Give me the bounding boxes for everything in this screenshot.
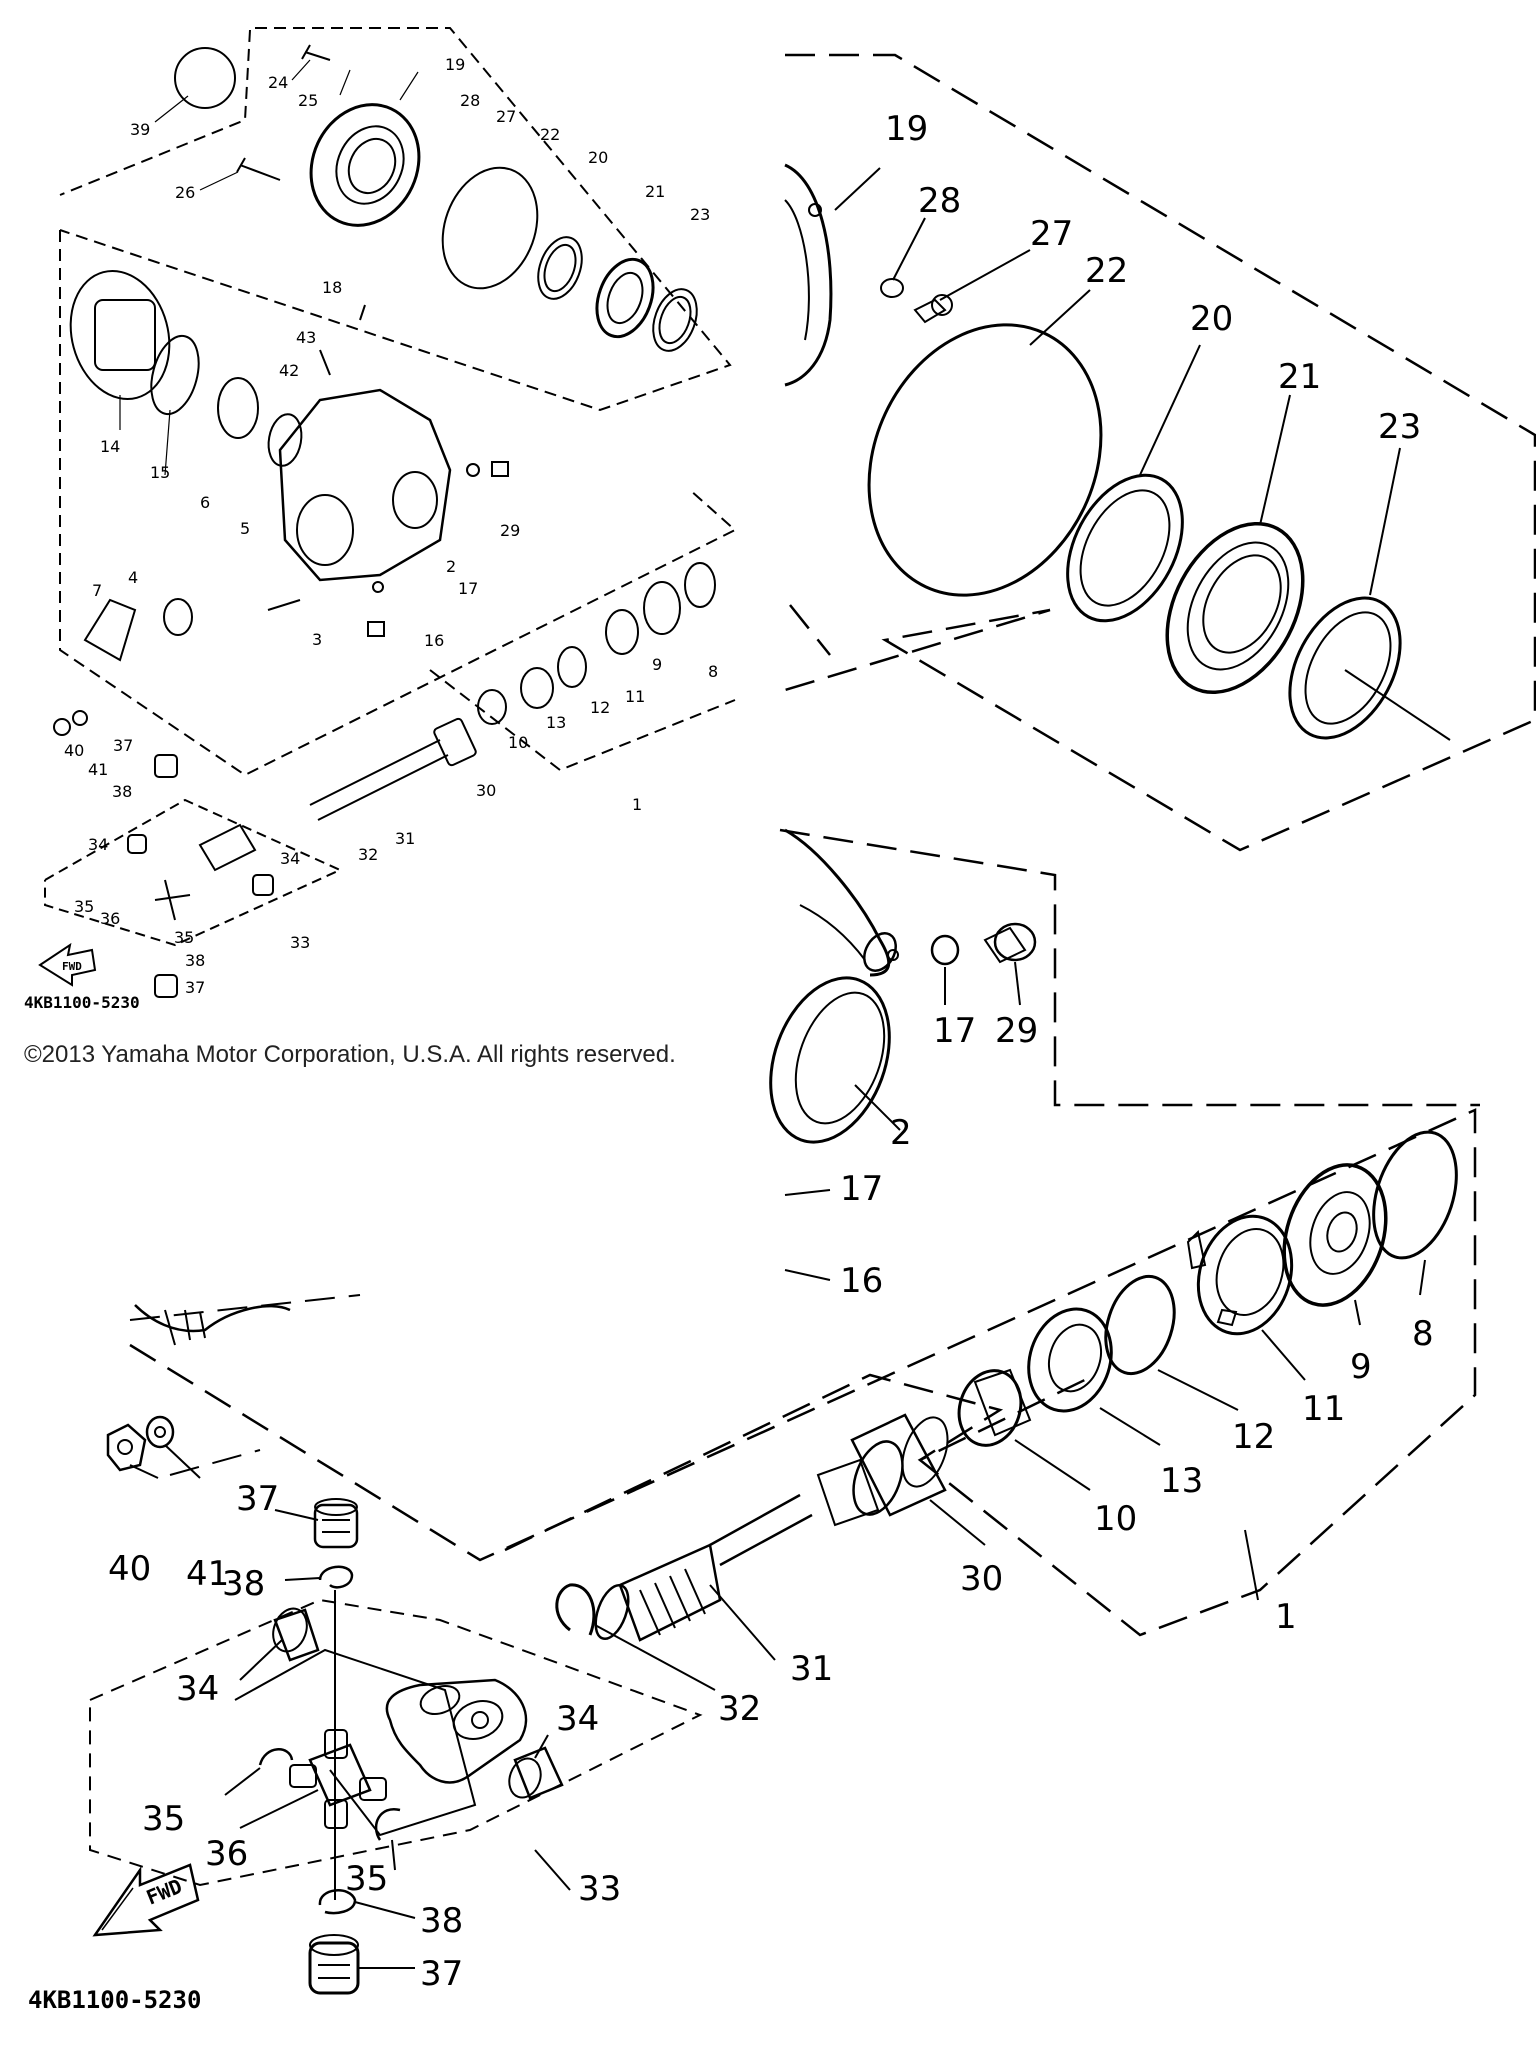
- callout-label: 1: [1275, 1597, 1297, 1637]
- callout-label: 9: [1350, 1347, 1372, 1387]
- callout-label: 34: [556, 1699, 599, 1739]
- callout-label: 10: [1094, 1499, 1137, 1539]
- callout-label: 40: [64, 741, 84, 760]
- overview-fwd-label: FWD: [62, 960, 82, 973]
- callout-label: 22: [1085, 251, 1128, 291]
- callout-label: 21: [1278, 357, 1321, 397]
- callout-label: 34: [280, 849, 300, 868]
- callout-label: 33: [578, 1869, 621, 1909]
- callout-label: 27: [496, 107, 516, 126]
- callout-label: 23: [690, 205, 710, 224]
- callout-label: 4: [128, 568, 138, 587]
- callout-label: 13: [546, 713, 566, 732]
- callout-label: 17: [840, 1169, 883, 1209]
- callout-label: 28: [918, 181, 961, 221]
- callout-label: 41: [186, 1554, 229, 1594]
- callout-label: 22: [540, 125, 560, 144]
- detail-housing-plug: [769, 828, 1480, 1144]
- callout-label: 37: [185, 978, 205, 997]
- callout-label: 17: [933, 1011, 976, 1051]
- overview-diagram: FWD 392425192827222021232618434214156521…: [24, 27, 737, 1012]
- callout-label: 38: [420, 1901, 463, 1941]
- callout-label: 26: [175, 183, 195, 202]
- callout-label: 18: [322, 278, 342, 297]
- callout-label: 1: [632, 795, 642, 814]
- callout-label: 16: [840, 1261, 883, 1301]
- callout-label: 11: [1302, 1389, 1345, 1429]
- callout-label: 17: [458, 579, 478, 598]
- callout-label: 37: [113, 736, 133, 755]
- overview-part-code: 4KB1100-5230: [24, 993, 140, 1012]
- callout-label: 35: [74, 897, 94, 916]
- callout-label: 37: [236, 1479, 279, 1519]
- callout-label: 38: [112, 782, 132, 801]
- callout-label: 30: [960, 1559, 1003, 1599]
- callout-label: 39: [130, 120, 150, 139]
- callout-label: 38: [222, 1564, 265, 1604]
- callout-label: 14: [100, 437, 120, 456]
- callout-label: 28: [460, 91, 480, 110]
- callout-label: 29: [500, 521, 520, 540]
- callout-label: 40: [108, 1549, 151, 1589]
- callout-label: 34: [176, 1669, 219, 1709]
- callout-label: 19: [445, 55, 465, 74]
- callout-label: 3: [312, 630, 322, 649]
- callout-label: 8: [1412, 1314, 1434, 1354]
- callout-label: 2: [890, 1113, 912, 1153]
- callout-label: 32: [718, 1689, 761, 1729]
- callout-label: 43: [296, 328, 316, 347]
- callout-label: 25: [298, 91, 318, 110]
- callout-label: 27: [1030, 214, 1073, 254]
- overview-outline-shaft: [429, 669, 736, 772]
- callout-label: 35: [142, 1799, 185, 1839]
- callout-label: 29: [995, 1011, 1038, 1051]
- callout-label: 20: [1190, 299, 1233, 339]
- overview-outline-top: [59, 27, 732, 412]
- callout-label: 32: [358, 845, 378, 864]
- callout-label: 31: [395, 829, 415, 848]
- callout-label: 30: [476, 781, 496, 800]
- callout-label: 13: [1160, 1461, 1203, 1501]
- callout-label: 41: [88, 760, 108, 779]
- callout-label: 33: [290, 933, 310, 952]
- callout-label: 12: [1232, 1417, 1275, 1457]
- callout-label: 15: [150, 463, 170, 482]
- callout-label: 37: [420, 1954, 463, 1994]
- callout-label: 34: [88, 835, 108, 854]
- callout-label: 12: [590, 698, 610, 717]
- callout-label: 21: [645, 182, 665, 201]
- callout-label: 8: [708, 662, 718, 681]
- callout-label: 20: [588, 148, 608, 167]
- callout-label: 35: [345, 1859, 388, 1899]
- callout-label: 24: [268, 73, 288, 92]
- callout-label: 42: [279, 361, 299, 380]
- overview-outline-joint: [44, 798, 343, 947]
- callout-label: 2: [446, 557, 456, 576]
- detail-cover-seals: [784, 53, 1536, 852]
- callout-label: 11: [625, 687, 645, 706]
- callout-label: 5: [240, 519, 250, 538]
- callout-label: 19: [885, 109, 928, 149]
- detail-part-code: 4KB1100-5230: [28, 1986, 201, 2014]
- callout-label: 31: [790, 1649, 833, 1689]
- callout-label: 9: [652, 655, 662, 674]
- callout-label: 35: [174, 928, 194, 947]
- callout-label: 16: [424, 631, 444, 650]
- callout-label: 7: [92, 581, 102, 600]
- copyright-notice: ©2013 Yamaha Motor Corporation, U.S.A. A…: [24, 1041, 676, 1068]
- callout-label: 36: [205, 1834, 248, 1874]
- callout-label: 38: [185, 951, 205, 970]
- callout-label: 36: [100, 909, 120, 928]
- callout-label: 6: [200, 493, 210, 512]
- callout-label: 10: [508, 733, 528, 752]
- callout-label: 23: [1378, 407, 1421, 447]
